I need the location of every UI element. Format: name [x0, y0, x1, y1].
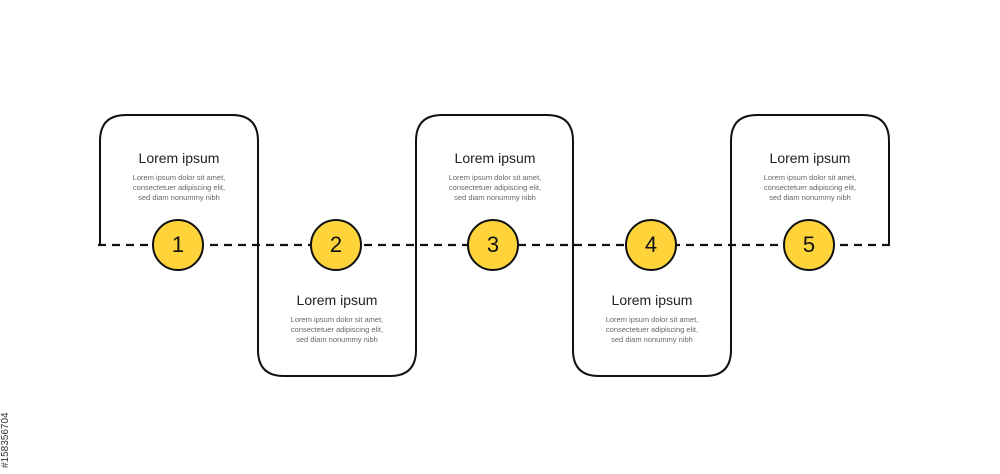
- step-4-desc-line: consectetuer adipiscing elit,: [605, 325, 699, 334]
- step-1-desc-line: consectetuer adipiscing elit,: [132, 183, 226, 192]
- frame-step-2: [257, 245, 417, 377]
- step-3-desc-line: Lorem ipsum dolor sit amet,: [448, 173, 542, 182]
- step-2-desc-line: sed diam nonummy nibh: [296, 335, 378, 344]
- frame-step-5: [730, 114, 890, 245]
- frame-step-1: [99, 114, 259, 245]
- step-5-number-badge: 5: [783, 219, 835, 271]
- step-5-desc-line: consectetuer adipiscing elit,: [763, 183, 857, 192]
- step-4-desc-line: Lorem ipsum dolor sit amet,: [605, 315, 699, 324]
- step-2-title: Lorem ipsum: [296, 292, 378, 308]
- step-5-title: Lorem ipsum: [769, 150, 851, 166]
- step-1-description: Lorem ipsum dolor sit amet, consectetuer…: [100, 173, 258, 203]
- frame-step-3: [415, 114, 574, 245]
- step-4-text: Lorem ipsum Lorem ipsum dolor sit amet, …: [573, 292, 731, 345]
- step-3-desc-line: sed diam nonummy nibh: [454, 193, 536, 202]
- step-1-desc-line: Lorem ipsum dolor sit amet,: [132, 173, 226, 182]
- step-3-title: Lorem ipsum: [454, 150, 536, 166]
- step-4-number-badge: 4: [625, 219, 677, 271]
- step-1-number-badge: 1: [152, 219, 204, 271]
- step-5-text: Lorem ipsum Lorem ipsum dolor sit amet, …: [731, 150, 889, 203]
- step-5-desc-line: Lorem ipsum dolor sit amet,: [763, 173, 857, 182]
- step-5-description: Lorem ipsum dolor sit amet, consectetuer…: [731, 173, 889, 203]
- step-1-desc-line: sed diam nonummy nibh: [138, 193, 220, 202]
- step-3-text: Lorem ipsum Lorem ipsum dolor sit amet, …: [416, 150, 574, 203]
- step-1-text: Lorem ipsum Lorem ipsum dolor sit amet, …: [100, 150, 258, 203]
- step-4-title: Lorem ipsum: [611, 292, 693, 308]
- step-3-number-badge: 3: [467, 219, 519, 271]
- step-1-title: Lorem ipsum: [138, 150, 220, 166]
- step-3-description: Lorem ipsum dolor sit amet, consectetuer…: [416, 173, 574, 203]
- step-2-desc-line: consectetuer adipiscing elit,: [290, 325, 384, 334]
- step-2-description: Lorem ipsum dolor sit amet, consectetuer…: [258, 315, 416, 345]
- stock-id-label: #158356704: [0, 412, 11, 468]
- step-5-desc-line: sed diam nonummy nibh: [769, 193, 851, 202]
- frame-step-4: [572, 245, 732, 377]
- step-2-desc-line: Lorem ipsum dolor sit amet,: [290, 315, 384, 324]
- step-4-description: Lorem ipsum dolor sit amet, consectetuer…: [573, 315, 731, 345]
- step-3-desc-line: consectetuer adipiscing elit,: [448, 183, 542, 192]
- step-2-text: Lorem ipsum Lorem ipsum dolor sit amet, …: [258, 292, 416, 345]
- step-2-number-badge: 2: [310, 219, 362, 271]
- step-4-desc-line: sed diam nonummy nibh: [611, 335, 693, 344]
